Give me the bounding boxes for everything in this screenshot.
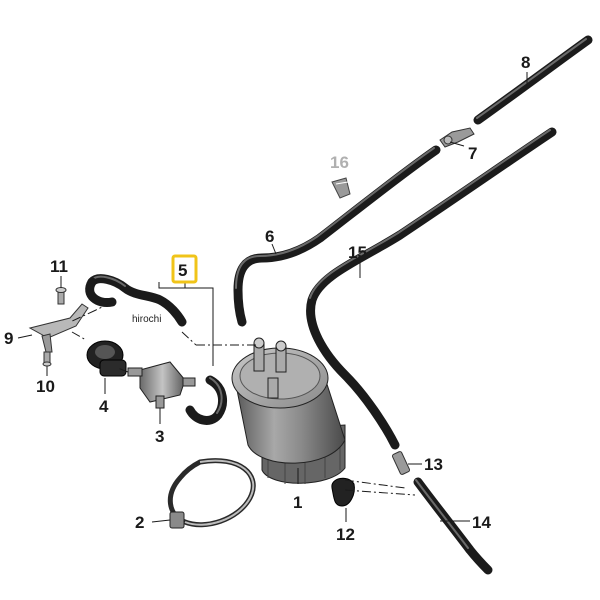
callout-4: 4 bbox=[99, 397, 109, 416]
callout-5: 5 bbox=[178, 261, 187, 280]
assembly-lines bbox=[69, 301, 416, 496]
callout-5-highlight bbox=[171, 254, 198, 284]
hose-5 bbox=[85, 274, 187, 327]
callout-14: 14 bbox=[472, 513, 491, 532]
callout-7: 7 bbox=[468, 144, 477, 163]
callout-10: 10 bbox=[36, 377, 55, 396]
callout-16: 16 bbox=[330, 153, 349, 172]
clip-16 bbox=[331, 177, 351, 199]
strap-2 bbox=[168, 458, 256, 529]
connector-13 bbox=[391, 451, 411, 475]
hose-short-bent bbox=[185, 375, 227, 425]
canister-1 bbox=[231, 337, 346, 484]
callout-15: 15 bbox=[348, 243, 367, 262]
hose-6 bbox=[233, 145, 441, 327]
callout-3: 3 bbox=[155, 427, 164, 446]
callout-2: 2 bbox=[135, 513, 144, 532]
screw-10 bbox=[42, 351, 52, 367]
callout-6: 6 bbox=[265, 227, 274, 246]
connector-7 bbox=[439, 127, 475, 148]
callout-11: 11 bbox=[50, 257, 68, 276]
watermark-text: hirochi bbox=[132, 314, 161, 325]
callout-12: 12 bbox=[336, 525, 355, 544]
hose-8 bbox=[473, 35, 593, 125]
hose-15 bbox=[306, 127, 557, 450]
callout-1: 1 bbox=[293, 493, 302, 512]
clip-12 bbox=[331, 477, 355, 507]
bracket-9 bbox=[28, 303, 89, 353]
grommet-4 bbox=[86, 340, 127, 377]
screw-11 bbox=[55, 287, 67, 305]
hose-14 bbox=[413, 477, 493, 575]
leader-lines bbox=[17, 72, 528, 523]
callout-8: 8 bbox=[521, 53, 530, 72]
callout-13: 13 bbox=[424, 455, 443, 474]
callout-9: 9 bbox=[4, 329, 13, 348]
valve-3 bbox=[127, 361, 196, 409]
